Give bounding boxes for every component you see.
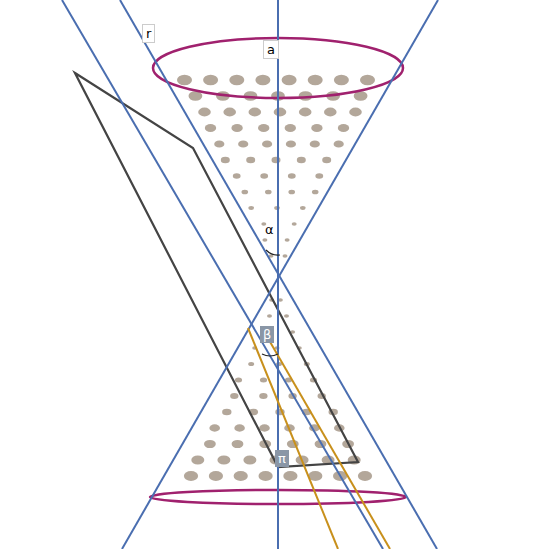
texture-dot bbox=[229, 75, 244, 85]
texture-dot bbox=[184, 471, 198, 481]
texture-dot bbox=[282, 75, 297, 85]
texture-dot bbox=[260, 173, 268, 179]
texture-dot bbox=[259, 424, 270, 431]
texture-dot bbox=[322, 157, 331, 163]
texture-dot bbox=[349, 108, 362, 117]
generatrix bbox=[120, 0, 437, 549]
texture-dot bbox=[231, 124, 242, 132]
texture-dot bbox=[358, 471, 372, 481]
angle-label: β bbox=[260, 326, 274, 343]
plane-pi bbox=[75, 73, 358, 467]
texture-dot bbox=[285, 238, 290, 242]
texture-dot bbox=[234, 471, 248, 481]
texture-dot bbox=[243, 455, 256, 464]
texture-dot bbox=[300, 206, 306, 210]
texture-dot bbox=[204, 440, 216, 448]
texture-dot bbox=[221, 157, 230, 163]
texture-dot bbox=[324, 108, 337, 117]
texture-dot bbox=[258, 124, 269, 132]
angle-arc bbox=[262, 354, 278, 356]
texture-dot bbox=[338, 124, 349, 132]
section-line bbox=[262, 328, 390, 549]
texture-dot bbox=[288, 173, 296, 179]
texture-dot bbox=[308, 75, 323, 85]
texture-dot bbox=[235, 378, 242, 383]
texture-dot bbox=[209, 471, 223, 481]
texture-dot bbox=[233, 173, 241, 179]
texture-dot bbox=[292, 222, 297, 226]
texture-dot bbox=[334, 140, 344, 147]
texture-dot bbox=[272, 157, 281, 163]
texture-dot bbox=[286, 140, 296, 147]
texture-dot bbox=[285, 124, 296, 132]
texture-dot bbox=[284, 314, 289, 318]
texture-dot bbox=[177, 75, 192, 85]
texture-dot bbox=[312, 190, 319, 195]
texture-dot bbox=[360, 75, 375, 85]
plane-label: π bbox=[275, 450, 289, 467]
texture-dot bbox=[203, 75, 218, 85]
section-line bbox=[248, 328, 338, 549]
texture-dot bbox=[274, 108, 287, 117]
texture-dot bbox=[238, 140, 248, 147]
texture-dot bbox=[315, 173, 323, 179]
generatrix bbox=[122, 0, 438, 549]
texture-dot bbox=[246, 157, 255, 163]
texture-dot bbox=[205, 124, 216, 132]
texture-dot bbox=[232, 440, 244, 448]
texture-dot bbox=[297, 157, 306, 163]
texture-dot bbox=[209, 424, 220, 431]
texture-dot bbox=[311, 124, 322, 132]
texture-dot bbox=[217, 455, 230, 464]
texture-dot bbox=[242, 190, 249, 195]
texture-dot bbox=[255, 75, 270, 85]
texture-dot bbox=[198, 108, 211, 117]
texture-dot bbox=[260, 378, 267, 383]
line-label: r bbox=[142, 24, 155, 43]
texture-dot bbox=[259, 393, 267, 399]
angle-arc bbox=[266, 250, 280, 255]
texture-dot bbox=[299, 108, 312, 117]
texture-dot bbox=[222, 409, 231, 416]
cone-texture bbox=[177, 75, 375, 481]
texture-dot bbox=[234, 424, 245, 431]
angle-label: α bbox=[262, 221, 277, 238]
texture-dot bbox=[223, 108, 236, 117]
texture-dot bbox=[230, 393, 238, 399]
texture-dot bbox=[259, 471, 273, 481]
texture-dot bbox=[214, 140, 224, 147]
line-r bbox=[62, 0, 383, 549]
texture-dot bbox=[248, 362, 254, 366]
texture-dot bbox=[283, 254, 288, 258]
texture-dot bbox=[249, 108, 262, 117]
texture-dot bbox=[334, 75, 349, 85]
texture-dot bbox=[262, 140, 272, 147]
base-label: a bbox=[263, 40, 279, 59]
texture-dot bbox=[310, 140, 320, 147]
texture-dot bbox=[191, 455, 204, 464]
texture-dot bbox=[283, 471, 297, 481]
texture-dot bbox=[267, 314, 272, 318]
texture-dot bbox=[288, 190, 295, 195]
texture-dot bbox=[265, 190, 272, 195]
texture-dot bbox=[262, 238, 267, 242]
texture-dot bbox=[248, 206, 254, 210]
